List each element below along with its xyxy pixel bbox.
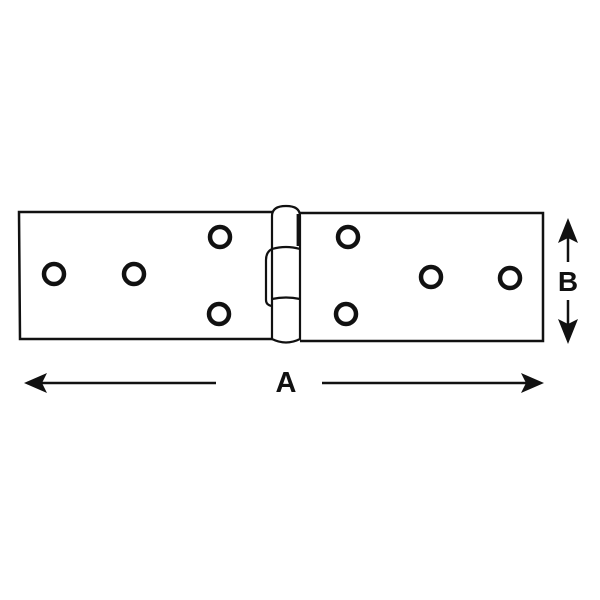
screw-hole [333,301,359,327]
screw-hole [121,261,147,287]
screw-hole [335,224,361,250]
left-leaf [17,210,273,341]
dimension-b-label: B [557,266,579,297]
dimension-b [558,218,578,344]
screw-hole [497,265,523,291]
left-leaf-screw-holes [41,224,233,327]
arrowhead-up-icon [558,218,578,243]
dimension-a [24,373,544,393]
hinge-knuckle [264,204,302,344]
screw-hole [207,224,233,250]
arrowhead-right-icon [521,373,544,393]
dimension-a-label: A [275,367,297,399]
screw-hole [418,264,444,290]
screw-hole [41,261,67,287]
arrowhead-left-icon [24,373,47,393]
screw-hole [206,301,232,327]
right-leaf [300,211,545,343]
arrowhead-down-icon [558,319,578,344]
right-leaf-screw-holes [333,224,523,327]
